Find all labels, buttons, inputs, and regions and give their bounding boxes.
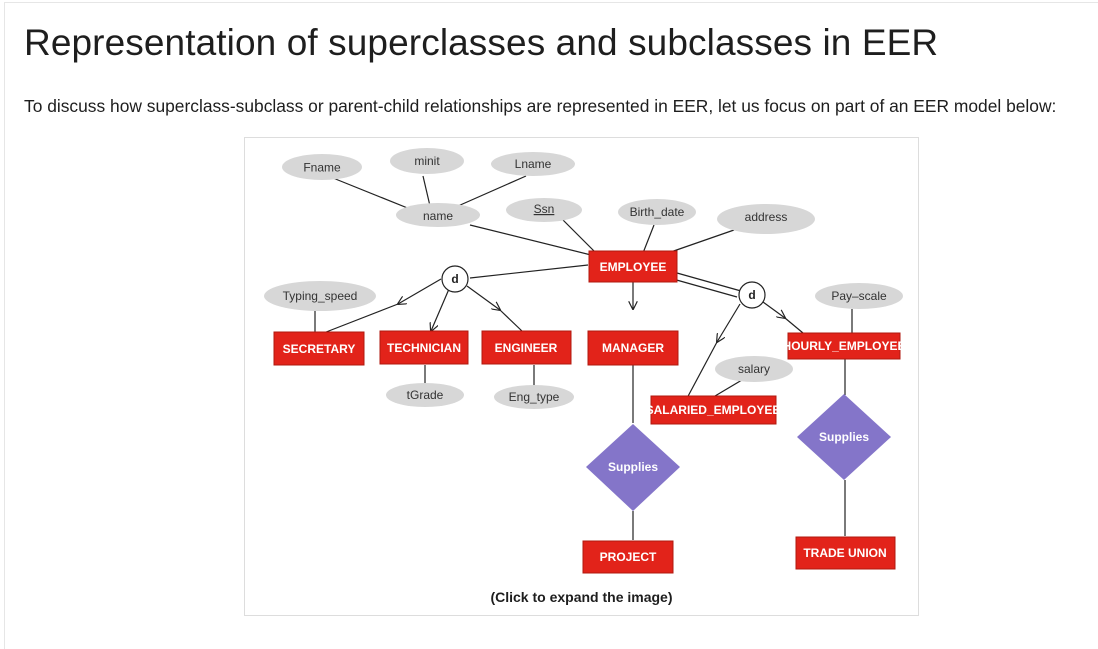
attribute-tgrade: tGrade — [386, 383, 464, 407]
entity-salaried-employee-label: SALARIED_EMPLOYEE — [646, 403, 781, 417]
relationship-supplies-manager-label: Supplies — [608, 460, 658, 474]
line-employee-d2-b — [672, 278, 738, 298]
relationship-supplies-manager: Supplies — [586, 424, 680, 511]
line-ssn-employee — [562, 219, 598, 255]
entity-engineer-label: ENGINEER — [495, 341, 558, 355]
disjoint-circle-job-type-label: d — [451, 272, 458, 286]
attribute-fname: Fname — [282, 154, 362, 180]
attribute-name-label: name — [423, 209, 453, 223]
eer-diagram: Fname minit Lname name Ssn Birth_date — [264, 148, 906, 574]
line-d2-arrow-salaried — [717, 303, 741, 342]
line-d1-secretary — [320, 303, 399, 335]
page-title: Representation of superclasses and subcl… — [24, 22, 939, 63]
disjoint-circle-pay-type-label: d — [748, 288, 755, 302]
attribute-tgrade-label: tGrade — [407, 388, 444, 402]
attribute-birth-date-label: Birth_date — [630, 205, 685, 219]
relationship-supplies-hourly: Supplies — [797, 394, 891, 480]
connector-lines — [314, 175, 853, 540]
eer-diagram-figure[interactable]: Fname minit Lname name Ssn Birth_date — [244, 137, 919, 616]
attribute-minit-label: minit — [414, 154, 440, 168]
entity-project: PROJECT — [582, 540, 674, 574]
attribute-lname-label: Lname — [515, 157, 552, 171]
line-fname-name — [332, 177, 416, 212]
entity-employee: EMPLOYEE — [588, 250, 678, 283]
disjoint-circle-pay-type: d — [738, 281, 766, 309]
line-d2-hourly — [784, 317, 804, 334]
attribute-lname: Lname — [491, 152, 575, 176]
attribute-typing-speed-label: Typing_speed — [283, 289, 358, 303]
entity-trade-union: TRADE UNION — [795, 536, 896, 570]
entity-technician-label: TECHNICIAN — [387, 341, 461, 355]
line-employee-d1 — [469, 264, 589, 279]
line-minit-name — [422, 175, 431, 207]
specializations: d d — [441, 265, 766, 309]
line-lname-name — [457, 175, 527, 207]
entity-hourly-employee: HOURLY_EMPLOYEE — [783, 332, 906, 360]
attribute-eng-type-label: Eng_type — [509, 390, 560, 404]
attribute-typing-speed: Typing_speed — [264, 281, 376, 311]
line-name-employee — [469, 224, 592, 256]
attribute-address: address — [717, 204, 815, 234]
entity-salaried-employee: SALARIED_EMPLOYEE — [646, 395, 781, 425]
entity-technician: TECHNICIAN — [379, 330, 469, 365]
entity-project-label: PROJECT — [600, 550, 657, 564]
entity-secretary: SECRETARY — [273, 331, 365, 366]
entity-manager-label: MANAGER — [602, 341, 664, 355]
attributes: Fname minit Lname name Ssn Birth_date — [264, 148, 903, 409]
figure-caption[interactable]: (Click to expand the image) — [490, 589, 673, 605]
disjoint-circle-job-type: d — [441, 265, 469, 293]
intro-paragraph: To discuss how superclass-subclass or pa… — [24, 96, 1057, 116]
attribute-birth-date: Birth_date — [618, 199, 696, 225]
line-birthdate-employee — [642, 224, 655, 254]
line-employee-d2-a — [676, 272, 742, 292]
line-d1-engineer — [499, 309, 524, 333]
attribute-pay-scale-label: Pay–scale — [831, 289, 887, 303]
attribute-ssn-key: Ssn — [506, 198, 582, 222]
entity-hourly-employee-label: HOURLY_EMPLOYEE — [783, 339, 906, 353]
attribute-pay-scale: Pay–scale — [815, 283, 903, 309]
attribute-minit: minit — [390, 148, 464, 174]
entity-manager: MANAGER — [587, 330, 679, 366]
relationships: Supplies Supplies — [586, 394, 891, 511]
relationship-supplies-hourly-label: Supplies — [819, 430, 869, 444]
attribute-fname-label: Fname — [303, 161, 341, 175]
line-d1-technician — [431, 288, 450, 331]
attribute-ssn-label: Ssn — [534, 202, 555, 216]
attribute-name: name — [396, 203, 480, 227]
attribute-salary: salary — [715, 356, 793, 382]
attribute-address-label: address — [745, 210, 788, 224]
line-address-employee — [664, 229, 735, 255]
entity-trade-union-label: TRADE UNION — [803, 546, 886, 560]
entity-secretary-label: SECRETARY — [283, 342, 356, 356]
entity-employee-label: EMPLOYEE — [600, 260, 667, 274]
attribute-eng-type: Eng_type — [494, 385, 574, 409]
entities: EMPLOYEE SECRETARY TECHNICIAN ENGINEER M… — [273, 250, 906, 574]
attribute-salary-label: salary — [738, 362, 770, 376]
line-d2-salaried — [685, 341, 718, 401]
line-d1-arrow-engineer — [466, 285, 500, 310]
page-frame — [4, 2, 1098, 649]
line-d1-arrow-secretary — [398, 278, 442, 304]
line-d2-arrow-hourly — [762, 301, 785, 318]
entity-engineer: ENGINEER — [481, 330, 572, 365]
